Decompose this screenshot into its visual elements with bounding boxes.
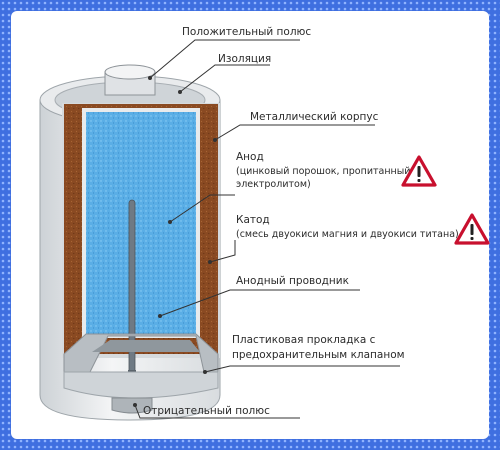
leader-dot bbox=[208, 260, 212, 264]
gasket-valve bbox=[92, 340, 200, 352]
leader-anode-conductor bbox=[159, 289, 360, 317]
leader-gasket bbox=[204, 365, 400, 373]
label-gasket-2: предохранительным клапаном bbox=[232, 349, 405, 361]
label-anode-conductor: Анодный проводник bbox=[236, 275, 349, 287]
anode-layer bbox=[86, 112, 196, 334]
warning-triangle-icon bbox=[454, 213, 490, 245]
label-positive-pole: Положительный полюс bbox=[182, 26, 311, 38]
label-insulation: Изоляция bbox=[218, 53, 271, 65]
label-anode-desc-1: (цинковый порошок, пропитанный bbox=[236, 166, 410, 177]
label-metal-case: Металлический корпус bbox=[250, 111, 379, 123]
leader-positive-pole bbox=[149, 39, 300, 79]
leader-lines bbox=[133, 39, 400, 419]
leader-insulation bbox=[179, 64, 270, 93]
leader-anode bbox=[169, 194, 235, 223]
leader-dot bbox=[133, 403, 137, 407]
leader-metal-case bbox=[214, 124, 375, 141]
anode-conductor-rod bbox=[128, 199, 136, 396]
leader-cathode bbox=[209, 240, 236, 263]
label-gasket-1: Пластиковая прокладка с bbox=[232, 334, 376, 346]
leader-dot bbox=[148, 76, 152, 80]
leader-dot bbox=[158, 314, 162, 318]
leader-dot bbox=[168, 220, 172, 224]
leader-dot bbox=[213, 138, 217, 142]
leader-dot bbox=[178, 90, 182, 94]
warning-triangle-icon bbox=[401, 155, 437, 187]
label-cathode-desc: (смесь двуокиси магния и двуокиси титана… bbox=[236, 229, 459, 240]
positive-pole-top bbox=[104, 64, 156, 80]
label-cathode-title: Катод bbox=[236, 214, 270, 226]
label-negative-pole: Отрицательный полюс bbox=[143, 405, 270, 417]
negative-pole bbox=[111, 397, 153, 414]
leader-dot bbox=[203, 370, 207, 374]
label-anode-title: Анод bbox=[236, 151, 264, 163]
label-anode-desc-2: электролитом) bbox=[236, 179, 311, 190]
leader-negative-pole bbox=[134, 404, 300, 419]
battery-cutaway bbox=[39, 64, 221, 421]
